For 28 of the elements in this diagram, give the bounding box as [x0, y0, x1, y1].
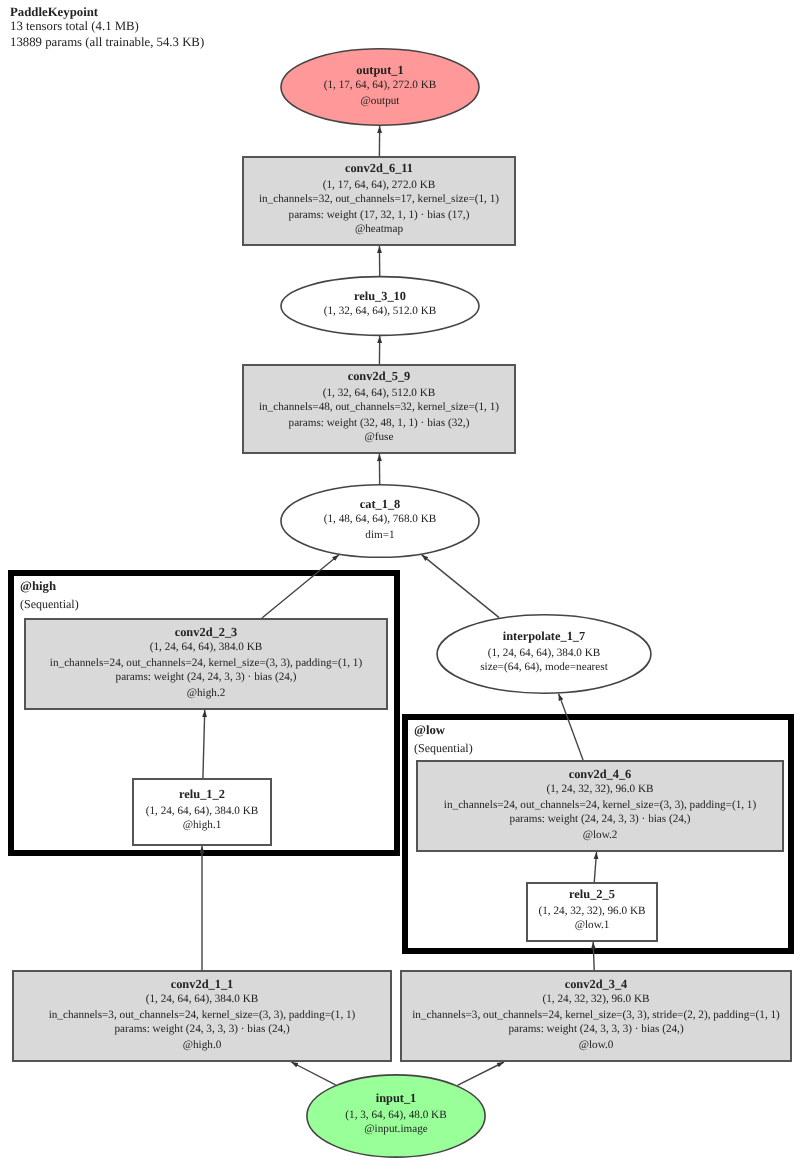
layer-box — [416, 760, 784, 852]
layer-box — [242, 364, 516, 454]
arrow — [377, 125, 383, 157]
layer-box — [132, 778, 272, 846]
layer-box — [242, 156, 516, 246]
module-cluster — [402, 714, 794, 954]
op-ellipse — [436, 614, 652, 694]
arrow — [593, 851, 599, 883]
layer-box — [400, 970, 792, 1062]
arrow — [420, 553, 500, 619]
arrow — [377, 335, 383, 365]
arrow — [290, 1061, 337, 1086]
layer-box — [24, 618, 388, 710]
op-ellipse — [280, 484, 480, 558]
arrow — [202, 709, 207, 779]
op-ellipse — [280, 48, 480, 126]
layer-box — [12, 970, 392, 1062]
arrow — [199, 845, 205, 971]
op-ellipse — [306, 1074, 486, 1158]
arrow — [456, 1061, 505, 1086]
module-cluster — [8, 570, 400, 856]
arrow — [590, 941, 596, 971]
arrow — [377, 245, 382, 277]
op-ellipse — [280, 276, 480, 336]
layer-box — [526, 882, 658, 942]
arrow — [557, 692, 584, 761]
arrow — [377, 453, 382, 485]
arrow — [261, 554, 340, 619]
